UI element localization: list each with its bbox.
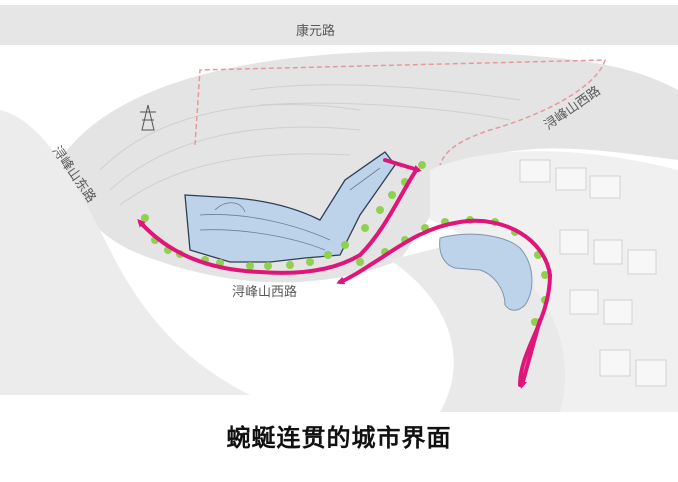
secondary-building bbox=[439, 233, 533, 311]
road-label-north: 康元路 bbox=[296, 23, 335, 39]
site-boundary bbox=[194, 59, 606, 166]
flow-arrow-north bbox=[383, 158, 422, 173]
residential-blocks bbox=[519, 159, 667, 387]
contour-lines bbox=[99, 84, 521, 206]
main-building-detail bbox=[199, 167, 381, 251]
main-building bbox=[184, 151, 396, 263]
east-terrain bbox=[430, 151, 678, 412]
tower-icon bbox=[140, 104, 156, 131]
flow-arrow-end bbox=[519, 318, 542, 389]
figure-caption: 蜿蜒连贯的城市界面 bbox=[226, 424, 452, 452]
flow-arrow-west bbox=[137, 170, 417, 275]
west-terrain bbox=[0, 110, 250, 395]
site-plan-map: 康元路 浔峰山东路 浔峰山西路 浔峰山西路 bbox=[0, 5, 678, 412]
site-plan-svg: 康元路 浔峰山东路 浔峰山西路 浔峰山西路 bbox=[0, 5, 678, 412]
north-road-band bbox=[0, 5, 678, 45]
road-label-south: 浔峰山西路 bbox=[232, 284, 297, 300]
